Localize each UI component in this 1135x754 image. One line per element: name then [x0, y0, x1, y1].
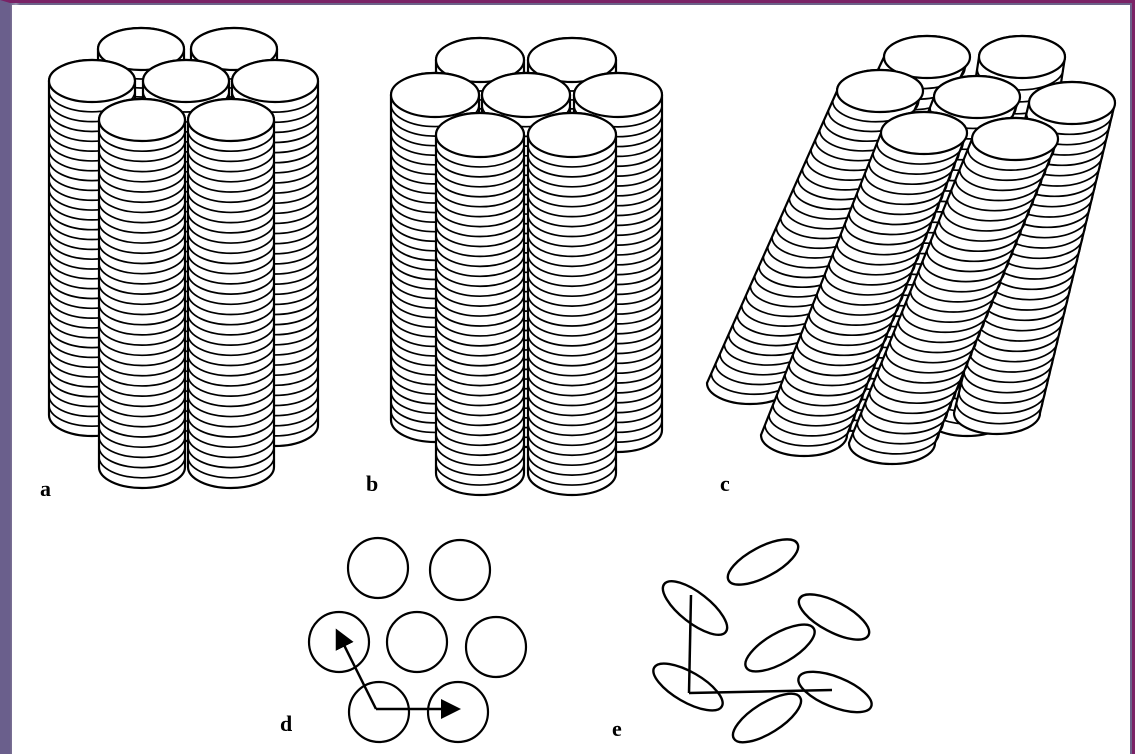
tilted-disc-2 — [793, 585, 876, 648]
label-b: b — [366, 471, 378, 496]
column-top-disc — [934, 76, 1020, 118]
label-d: d — [280, 711, 292, 736]
lattice-axis-horizontal — [689, 690, 832, 693]
lattice-axis-vertical — [689, 595, 691, 693]
tilted-disc-6 — [793, 663, 877, 720]
b-front-2 — [528, 113, 616, 495]
label-e: e — [612, 716, 622, 741]
column-top-disc — [574, 73, 662, 117]
column-top-disc — [881, 112, 967, 154]
label-c: c — [720, 471, 730, 496]
column-top-disc — [99, 99, 185, 141]
column-top-disc — [528, 113, 616, 157]
column-cross-section-7 — [428, 682, 488, 742]
column-top-disc — [1029, 82, 1115, 124]
column-cross-section-1 — [348, 538, 408, 598]
tilted-disc-3 — [655, 572, 735, 644]
b-front-1 — [436, 113, 524, 495]
a-front-1 — [99, 99, 185, 488]
column-top-disc — [49, 60, 135, 102]
discotic-columnar-packing-diagram: a b c d e — [12, 5, 1130, 754]
panel-b-rectangular-column-stack — [391, 38, 662, 495]
tilted-disc-7 — [726, 685, 808, 752]
panel-e-top-view-ellipses — [647, 530, 877, 751]
column-top-disc — [979, 36, 1065, 78]
panel-c-tilted-column-stack — [707, 36, 1115, 464]
column-cross-section-2 — [430, 540, 490, 600]
column-top-disc — [391, 73, 479, 117]
panel-d-top-view-circles — [309, 538, 526, 742]
column-top-disc — [482, 73, 570, 117]
column-cross-section-6 — [349, 682, 409, 742]
column-top-disc — [188, 99, 274, 141]
a-front-2 — [188, 99, 274, 488]
column-top-disc — [972, 118, 1058, 160]
label-a: a — [40, 476, 51, 501]
column-top-disc — [232, 60, 318, 102]
column-top-disc — [436, 113, 524, 157]
tilted-disc-1 — [722, 530, 805, 593]
panel-a-hexagonal-column-stack — [49, 28, 318, 488]
column-top-disc — [143, 60, 229, 102]
column-cross-section-5 — [466, 617, 526, 677]
column-top-disc — [837, 70, 923, 112]
column-cross-section-4 — [387, 612, 447, 672]
column-cross-section-3 — [309, 612, 369, 672]
tilted-disc-4 — [739, 616, 822, 681]
figure-panel: a b c d e — [12, 5, 1130, 754]
